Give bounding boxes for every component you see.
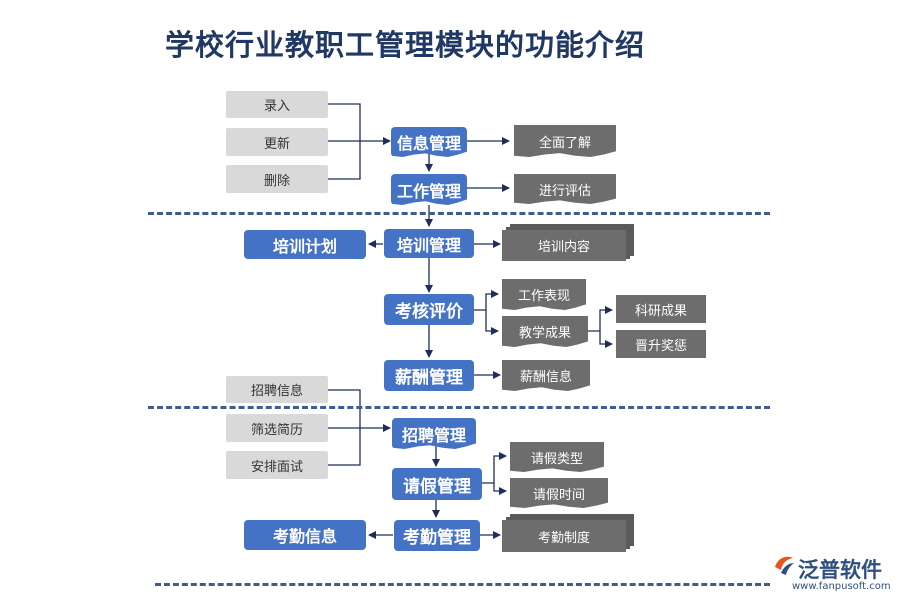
node-training-plan: 培训计划 bbox=[244, 230, 366, 259]
logo-url: www.fanpusoft.com bbox=[792, 581, 891, 592]
separator-line-1 bbox=[148, 212, 770, 215]
module-info-management: 信息管理 bbox=[391, 127, 467, 157]
module-attendance-management: 考勤管理 bbox=[394, 520, 480, 551]
input-recruit-info: 招聘信息 bbox=[226, 376, 328, 403]
output-promotion-reward: 晋升奖惩 bbox=[616, 330, 706, 358]
output-overview: 全面了解 bbox=[514, 125, 616, 157]
module-leave-management: 请假管理 bbox=[392, 468, 482, 500]
output-attendance-rules: 考勤制度 bbox=[502, 520, 626, 552]
input-entry: 录入 bbox=[226, 91, 328, 118]
output-research-results: 科研成果 bbox=[616, 295, 706, 323]
output-evaluate: 进行评估 bbox=[514, 174, 616, 204]
module-recruitment-management: 招聘管理 bbox=[392, 418, 476, 449]
output-leave-type: 请假类型 bbox=[510, 442, 604, 472]
module-salary-management: 薪酬管理 bbox=[384, 360, 474, 391]
module-work-management: 工作管理 bbox=[391, 174, 467, 205]
input-update: 更新 bbox=[226, 128, 328, 156]
separator-line-3 bbox=[155, 583, 770, 586]
node-attendance-info: 考勤信息 bbox=[244, 520, 366, 550]
output-training-content: 培训内容 bbox=[502, 230, 626, 261]
output-teaching-results: 教学成果 bbox=[502, 316, 588, 347]
output-salary-info: 薪酬信息 bbox=[502, 360, 590, 391]
page-title: 学校行业教职工管理模块的功能介绍 bbox=[165, 28, 646, 62]
output-work-performance: 工作表现 bbox=[502, 279, 586, 310]
input-delete: 删除 bbox=[226, 165, 328, 193]
module-training-management: 培训管理 bbox=[384, 229, 474, 258]
module-assessment: 考核评价 bbox=[384, 294, 474, 325]
input-interview: 安排面试 bbox=[226, 451, 328, 479]
logo-icon bbox=[772, 553, 796, 577]
separator-line-2 bbox=[148, 406, 770, 409]
output-leave-time: 请假时间 bbox=[510, 478, 608, 508]
logo-name: 泛普软件 bbox=[798, 558, 882, 582]
input-screen-resume: 筛选简历 bbox=[226, 414, 328, 442]
